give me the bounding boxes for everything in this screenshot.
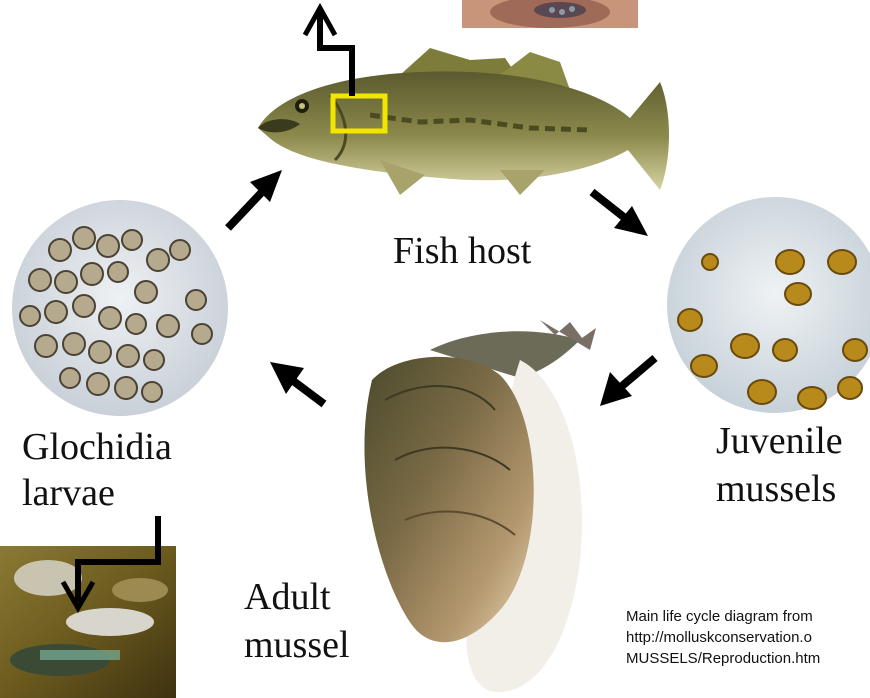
label-adult-mussel-line2: mussel bbox=[244, 622, 350, 670]
label-juvenile-mussels-line1: Juvenile bbox=[716, 418, 843, 466]
cycle-arrow-glochidia-to-fish bbox=[228, 170, 282, 228]
source-caption-line2[interactable]: http://molluskconservation.o bbox=[626, 627, 870, 648]
cycle-arrow-juvenile-to-adult bbox=[600, 358, 655, 406]
adult-mussel-image bbox=[364, 320, 596, 692]
source-caption-line1: Main life cycle diagram from bbox=[626, 606, 870, 627]
fish-host-illustration bbox=[258, 48, 669, 195]
juvenile-mussels-image bbox=[667, 197, 870, 413]
label-glochidia-larvae-line1: Glochidia bbox=[22, 424, 172, 472]
label-glochidia-larvae-line2: larvae bbox=[22, 470, 115, 518]
cycle-arrow-fish-to-juvenile bbox=[592, 192, 648, 236]
cycle-arrow-adult-to-glochidia bbox=[270, 362, 324, 404]
label-fish-host: Fish host bbox=[393, 228, 531, 276]
source-caption-line3[interactable]: MUSSELS/Reproduction.htm bbox=[626, 648, 870, 669]
label-adult-mussel-line1: Adult bbox=[244, 574, 331, 622]
source-caption: Main life cycle diagram from http://moll… bbox=[626, 606, 870, 669]
mussel-lure-photo bbox=[0, 546, 176, 698]
host-gill-photo bbox=[462, 0, 638, 28]
glochidia-larvae-image bbox=[12, 200, 228, 416]
label-juvenile-mussels-line2: mussels bbox=[716, 466, 836, 514]
